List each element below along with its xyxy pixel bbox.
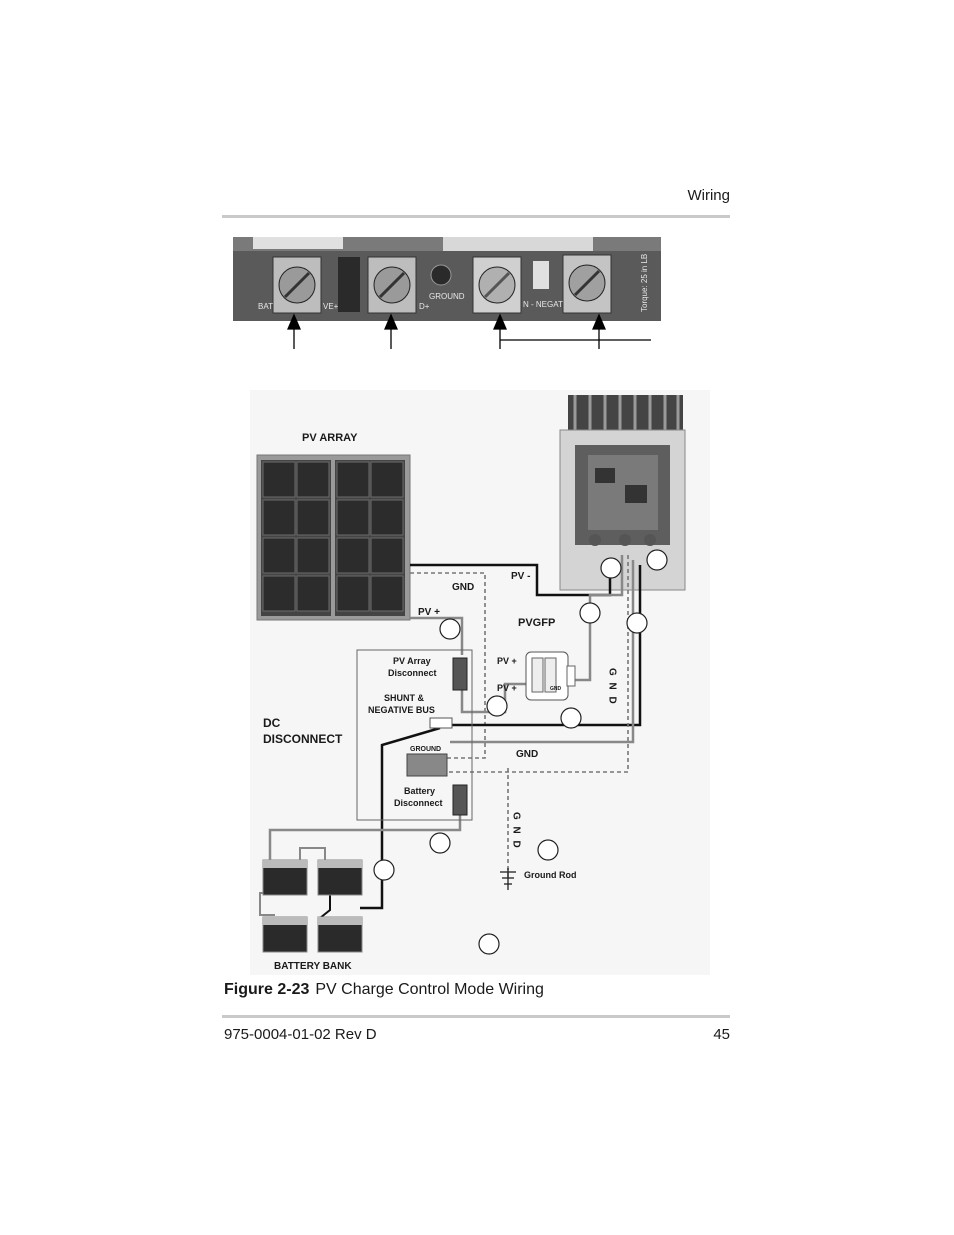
battery-disconnect-1: Battery: [404, 786, 435, 796]
label-torque: Torque: 25 in LB: [640, 254, 649, 312]
pv-array-disconnect-1: PV Array: [393, 656, 431, 666]
terminal-photo: BAT VE+ D+ GROUND N - NEGAT Torque: 25 i…: [233, 237, 661, 349]
ground-bar: [406, 753, 448, 777]
ground-rod-label: Ground Rod: [524, 870, 577, 880]
pvgfp-pv-plus-1: PV +: [497, 656, 517, 666]
ground-bar-label: GROUND: [410, 746, 441, 753]
wiring-diagram: PV ARRAY: [250, 390, 710, 975]
terminal-block-3: [472, 256, 522, 314]
shunt-bar: [429, 717, 453, 729]
terminal-block-4: [562, 254, 612, 314]
gnd-vertical-label-2: G N D: [511, 812, 522, 850]
pv-plus-top-label: PV +: [418, 607, 440, 618]
pvgfp-label: PVGFP: [518, 617, 555, 629]
pvgfp-device: [525, 651, 576, 701]
label-ground: GROUND: [429, 292, 465, 301]
callout-arrows: [287, 313, 651, 349]
shunt-label-2: NEGATIVE BUS: [368, 705, 435, 715]
pvgfp-pv-plus-2: PV +: [497, 683, 517, 693]
pv-array-panel: [256, 454, 411, 621]
battery-breaker: [452, 784, 468, 816]
figure-title: PV Charge Control Mode Wiring: [315, 981, 544, 998]
label-ve-plus: VE+: [323, 302, 339, 311]
dc-disconnect-label-2: DISCONNECT: [263, 732, 343, 746]
page-number: 45: [713, 1026, 730, 1043]
dc-disconnect-box: [356, 649, 473, 821]
callout-circles: [373, 549, 668, 955]
label-bat: BAT: [258, 302, 273, 311]
running-header: Wiring: [687, 187, 730, 204]
header-rule: [222, 215, 730, 218]
gnd-vertical-label: G N D: [607, 668, 618, 706]
document-number: 975-0004-01-02 Rev D: [224, 1026, 377, 1043]
battery-bank-label: BATTERY BANK: [274, 961, 352, 972]
figure-number: Figure 2-23: [224, 981, 310, 998]
figure-caption: Figure 2-23 PV Charge Control Mode Wiring: [224, 981, 544, 999]
terminal-block-1: [272, 256, 322, 314]
battery-bank: [262, 859, 363, 953]
ground-rod-symbol: [500, 868, 516, 890]
pv-array-label: PV ARRAY: [302, 432, 358, 444]
label-d-plus: D+: [419, 302, 430, 311]
pv-array-breaker: [452, 657, 468, 691]
pv-array-disconnect-2: Disconnect: [388, 668, 437, 678]
pv-minus-label: PV -: [511, 571, 530, 582]
footer-rule: [222, 1015, 730, 1018]
pvgfp-gnd: GND: [550, 686, 562, 692]
gnd-top-label: GND: [452, 582, 474, 593]
battery-disconnect-2: Disconnect: [394, 798, 443, 808]
gnd-mid-label: GND: [516, 749, 538, 760]
label-n-negat: N - NEGAT: [523, 300, 563, 309]
shunt-label-1: SHUNT &: [384, 693, 424, 703]
terminal-block-2: [367, 256, 417, 314]
dc-disconnect-label-1: DC: [263, 716, 281, 730]
